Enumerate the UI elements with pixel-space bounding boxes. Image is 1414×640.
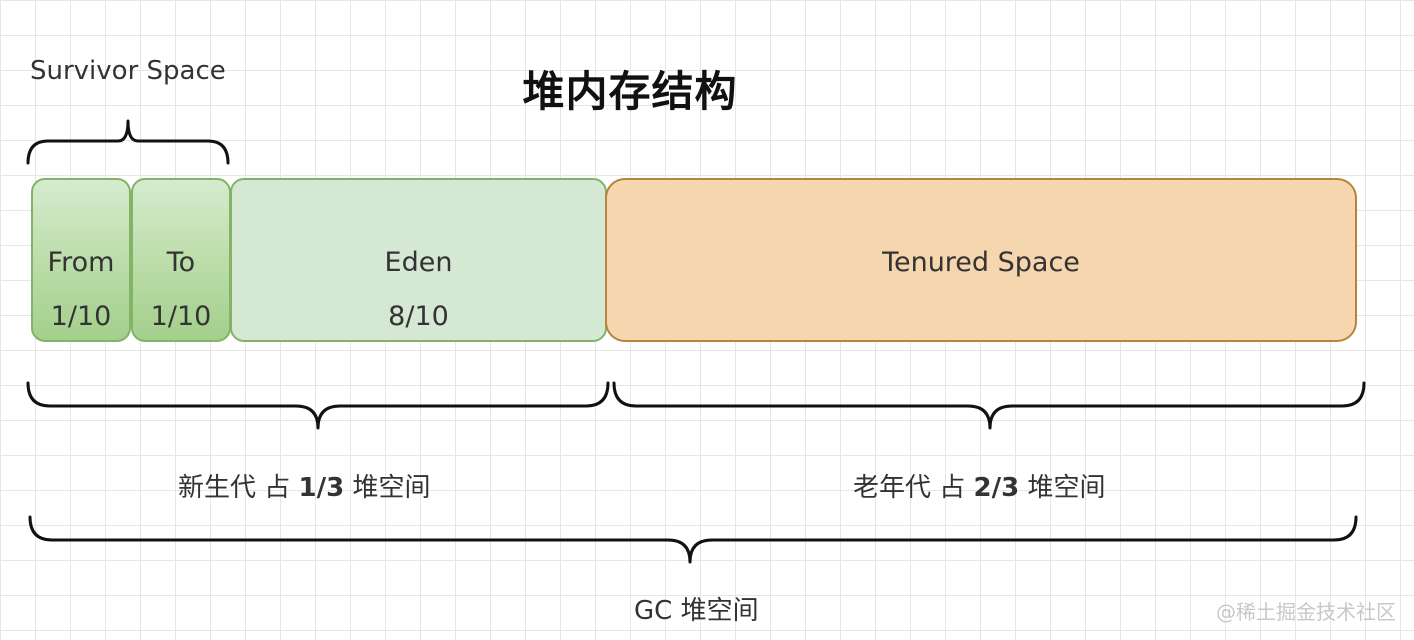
eden-ratio: 8/10: [388, 301, 449, 332]
young-gen-brace: [26, 381, 610, 430]
tenured-label: Tenured Space: [882, 247, 1080, 278]
to-label: To: [166, 247, 196, 278]
diagram-title: 堆内存结构: [522, 67, 738, 116]
survivor-space-label: Survivor Space: [30, 56, 226, 86]
young-gen-fraction: 1/3: [298, 473, 345, 503]
tenured-region: Tenured Space: [605, 178, 1357, 342]
old-gen-fraction: 2/3: [973, 473, 1020, 503]
young-gen-prefix: 新生代 占: [178, 473, 299, 503]
from-ratio: 1/10: [50, 301, 112, 332]
old-gen-caption: 老年代 占 2/3 堆空间: [853, 467, 1105, 504]
to-ratio: 1/10: [150, 301, 212, 332]
young-gen-caption: 新生代 占 1/3 堆空间: [178, 467, 430, 504]
gc-heap-caption: GC 堆空间: [634, 596, 759, 626]
gc-heap-brace: [28, 515, 1358, 564]
old-gen-suffix: 堆空间: [1019, 473, 1106, 503]
survivor-brace: [26, 119, 230, 165]
to-region: To 1/10: [131, 178, 231, 342]
watermark: @稀土掘金技术社区: [1216, 600, 1396, 624]
from-label: From: [47, 247, 115, 278]
old-gen-prefix: 老年代 占: [853, 473, 974, 503]
old-gen-brace: [612, 381, 1366, 430]
eden-label: Eden: [384, 247, 453, 278]
eden-region: Eden 8/10: [230, 178, 607, 342]
young-gen-suffix: 堆空间: [344, 473, 431, 503]
from-region: From 1/10: [31, 178, 131, 342]
